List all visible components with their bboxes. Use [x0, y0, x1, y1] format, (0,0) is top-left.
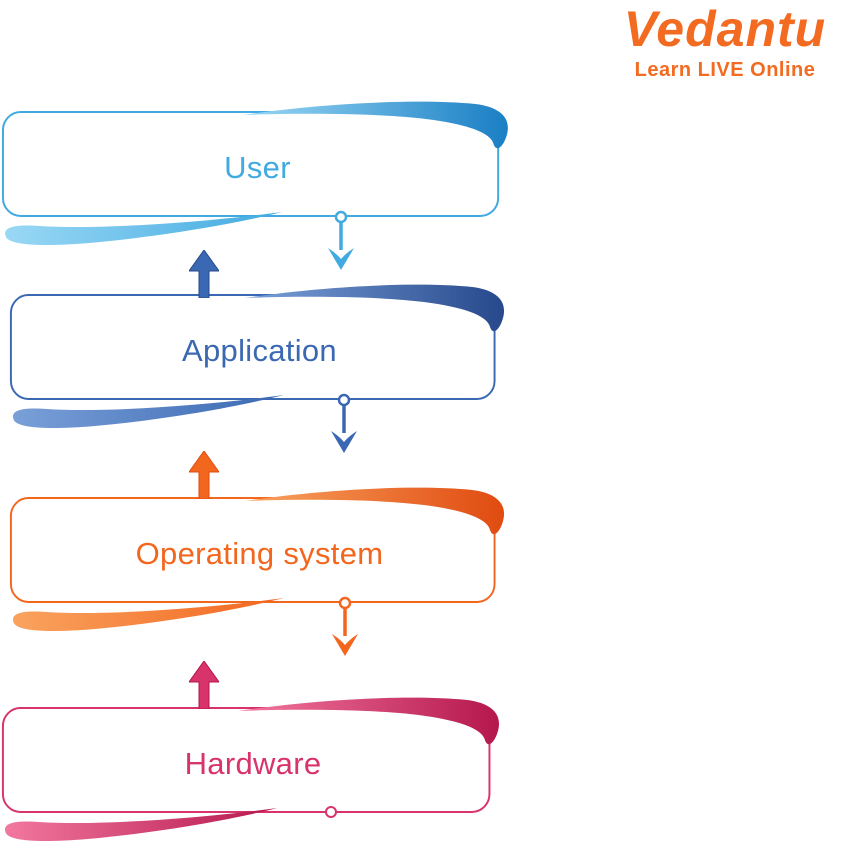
down-arrowhead-icon: [328, 248, 354, 270]
swoosh-bottom-left: [12, 395, 284, 428]
layer-user: User: [0, 98, 515, 248]
swoosh-top-right: [242, 101, 508, 149]
connector-circle-icon: [325, 806, 337, 818]
swoosh-top-right: [244, 487, 505, 535]
arrow-up-os-to-application: [189, 451, 219, 499]
layer-hardware: Hardware: [0, 694, 506, 844]
arrow-up-application-to-user: [189, 250, 219, 298]
arrow-down-application-to-os: [331, 393, 357, 453]
layer-label-user: User: [224, 150, 291, 185]
swoosh-bottom-left: [5, 808, 278, 841]
user-box-art: [1, 101, 508, 245]
connector-circle-icon: [338, 596, 352, 610]
layer-operating-system: Operating system: [8, 484, 511, 634]
swoosh-bottom-left: [12, 598, 284, 631]
arrow-down-user-to-application: [328, 210, 354, 270]
hardware-box-art: [1, 697, 499, 841]
vedantu-tagline: Learn LIVE Online: [634, 59, 816, 81]
swoosh-bottom-left: [5, 212, 283, 245]
vedantu-brand-text: Vedantu: [623, 1, 827, 57]
arrow-down-os-to-hardware: [332, 596, 358, 656]
application-box-art: [9, 284, 505, 428]
connector-circle-icon: [337, 393, 351, 407]
swoosh-top-right: [244, 284, 505, 332]
layer-label-application: Application: [182, 333, 337, 368]
down-arrowhead-icon: [331, 431, 357, 453]
up-arrow-icon: [189, 451, 219, 499]
layer-label-operating-system: Operating system: [135, 536, 384, 571]
layer-application: Application: [8, 281, 511, 431]
up-arrow-icon: [189, 250, 219, 298]
up-arrow-icon: [189, 661, 219, 709]
swoosh-top-right: [238, 697, 499, 745]
hardware-bottom-connector-circle: [325, 806, 337, 818]
down-arrowhead-icon: [332, 634, 358, 656]
vedantu-logo: Vedantu Learn LIVE Online: [600, 2, 850, 82]
layer-label-hardware: Hardware: [184, 746, 322, 781]
connector-circle-icon: [334, 210, 348, 224]
arrow-up-hardware-to-os: [189, 661, 219, 709]
operating-system-box-art: [9, 487, 505, 631]
